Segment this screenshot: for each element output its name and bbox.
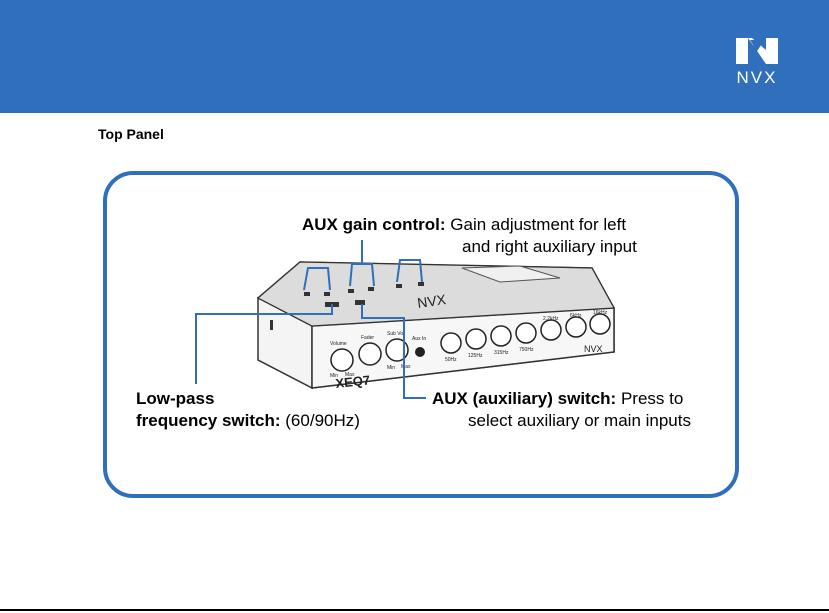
knob-range-label: Max <box>401 364 411 370</box>
knob-label: Sub Vol <box>387 331 404 337</box>
aux-gain-left-pot-2[interactable] <box>324 292 330 296</box>
aux-in-jack[interactable] <box>415 347 425 357</box>
aux-gain-pot[interactable] <box>348 289 354 293</box>
eq-knob-6khz[interactable] <box>566 317 586 337</box>
aux-switch-callout-line2: select auxiliary or main inputs <box>468 410 728 432</box>
knob-range-label: Max <box>345 372 355 378</box>
aux-switch-title: AUX (auxiliary) switch: <box>432 389 616 408</box>
front-badge: NVX <box>584 344 603 354</box>
knob-range-label: Min <box>387 365 395 371</box>
eq-band-label: 315Hz <box>494 350 509 356</box>
aux-gain-title: AUX gain control: <box>302 215 446 234</box>
aux-gain-callout-line2: and right auxiliary input <box>462 236 662 258</box>
aux-gain-right-pot-2[interactable] <box>418 282 424 286</box>
aux-gain-line1: Gain adjustment for left <box>446 215 626 234</box>
aux-gain-callout: AUX gain control: Gain adjustment for le… <box>302 214 662 236</box>
aux-switch-line2: select auxiliary or main inputs <box>468 411 691 430</box>
eq-band-label: 2.2kHz <box>543 316 559 322</box>
eq-knob-2-2khz[interactable] <box>541 320 561 340</box>
aux-gain-right-pot[interactable] <box>396 284 402 288</box>
eq-band-label: 750Hz <box>519 347 534 353</box>
eq-knob-50hz[interactable] <box>441 333 461 353</box>
eq-band-label: 16kHz <box>593 310 608 316</box>
eq-band-label: 50Hz <box>445 357 457 363</box>
eq-knob-16khz[interactable] <box>590 314 610 334</box>
low-pass-callout: Low-pass frequency switch: (60/90Hz) <box>136 388 396 432</box>
footer-rule <box>0 609 829 611</box>
aux-switch-line1: Press to <box>616 389 683 408</box>
aux-gain-left-pot[interactable] <box>304 292 310 296</box>
volume-knob[interactable] <box>331 349 353 371</box>
aux-switch[interactable] <box>355 300 365 305</box>
low-pass-detail: (60/90Hz) <box>281 411 360 430</box>
aux-switch-callout: AUX (auxiliary) switch: Press to <box>432 388 722 410</box>
eq-band-label: 125Hz <box>468 353 483 359</box>
equalizer-device <box>258 262 614 388</box>
low-pass-title-1: Low-pass <box>136 389 214 408</box>
aux-gain-pot-2[interactable] <box>368 287 374 291</box>
aux-in-label: Aux In <box>412 336 426 342</box>
eq-knob-750hz[interactable] <box>516 323 536 343</box>
knob-range-label: Min <box>330 373 338 379</box>
aux-gain-line2: and right auxiliary input <box>462 237 637 256</box>
knob-label: Fader <box>361 335 374 341</box>
knob-label: Volume <box>330 341 347 347</box>
low-pass-title-2: frequency switch: <box>136 411 281 430</box>
fader-knob[interactable] <box>359 343 381 365</box>
eq-band-label: 6kHz <box>570 313 582 319</box>
eq-knob-315hz[interactable] <box>491 326 511 346</box>
eq-knob-125hz[interactable] <box>466 329 486 349</box>
